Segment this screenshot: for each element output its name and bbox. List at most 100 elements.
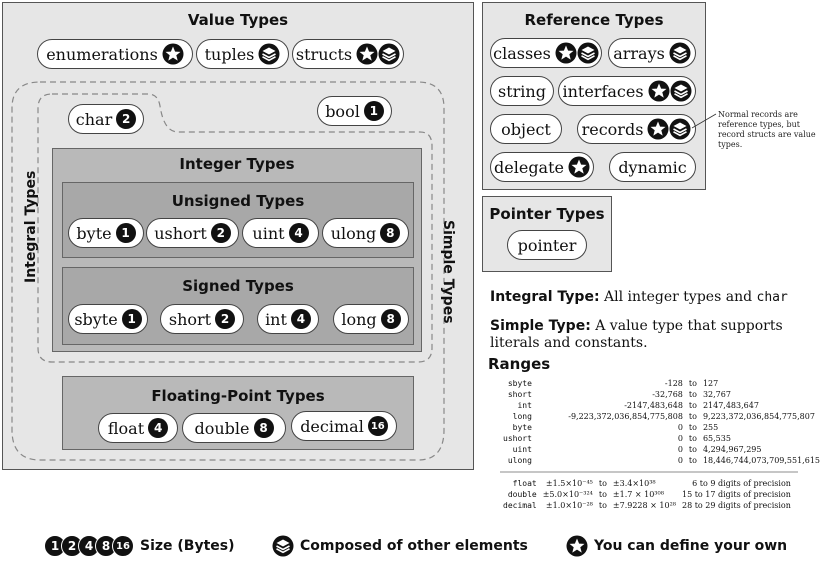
pill-string[interactable]: string bbox=[490, 76, 554, 106]
pill-int[interactable]: int 4 bbox=[257, 304, 319, 334]
range-max: ±3.4×10³⁸ bbox=[612, 479, 656, 488]
range-type: long bbox=[512, 412, 532, 421]
range-max: 4,294,967,295 bbox=[702, 445, 762, 454]
pointer-types-title: Pointer Types bbox=[489, 205, 605, 223]
pill-long[interactable]: long 8 bbox=[333, 304, 409, 334]
star-icon bbox=[647, 118, 669, 140]
range-precision: 28 to 29 digits of precision bbox=[681, 501, 791, 510]
star-icon bbox=[568, 156, 590, 178]
size-badge: 4 bbox=[290, 309, 311, 329]
size-badge: 2 bbox=[116, 109, 137, 129]
integral-definition: Integral Type: All integer types and cha… bbox=[490, 289, 820, 306]
pill-label: decimal bbox=[300, 416, 364, 436]
range-min: 0 bbox=[677, 434, 683, 443]
range-type: ushort bbox=[503, 434, 532, 443]
pill-label: pointer bbox=[517, 235, 577, 255]
range-max: 2147,483,647 bbox=[702, 401, 759, 410]
pill-byte[interactable]: byte 1 bbox=[68, 218, 144, 248]
range-max: 255 bbox=[702, 423, 719, 432]
star-icon bbox=[555, 42, 577, 64]
star-icon bbox=[648, 80, 670, 102]
size-badge: 16 bbox=[112, 535, 134, 557]
range-row: sbyte -128 to 127 bbox=[500, 378, 823, 389]
star-icon bbox=[566, 535, 588, 557]
range-type: uint bbox=[512, 445, 532, 454]
pill-char[interactable]: char 2 bbox=[68, 104, 144, 134]
ranges-title: Ranges bbox=[488, 355, 551, 373]
pill-tuples[interactable]: tuples bbox=[196, 39, 289, 69]
pill-enumerations[interactable]: enumerations bbox=[37, 39, 193, 69]
range-to: to bbox=[688, 412, 697, 421]
range-to: to bbox=[688, 379, 697, 388]
pill-object[interactable]: object bbox=[490, 114, 562, 144]
pill-bool[interactable]: bool 1 bbox=[317, 96, 392, 126]
size-badge: 2 bbox=[215, 309, 236, 329]
pill-label: structs bbox=[295, 44, 353, 64]
pill-arrays[interactable]: arrays bbox=[608, 38, 696, 68]
size-legend-label: Size (Bytes) bbox=[140, 538, 235, 554]
pill-label: short bbox=[168, 309, 212, 329]
pill-label: string bbox=[498, 81, 546, 101]
integral-code: char bbox=[756, 290, 788, 305]
pill-delegate[interactable]: delegate bbox=[490, 152, 594, 182]
pill-double[interactable]: double 8 bbox=[182, 413, 286, 443]
pill-label: arrays bbox=[613, 43, 665, 63]
range-to: to bbox=[598, 479, 607, 488]
range-precision: 15 to 17 digits of precision bbox=[681, 490, 791, 499]
ranges-divider bbox=[500, 471, 798, 473]
pill-decimal[interactable]: decimal 16 bbox=[291, 411, 397, 441]
range-to: to bbox=[598, 490, 607, 499]
range-min: -2147,483,648 bbox=[624, 401, 683, 410]
range-type: sbyte bbox=[507, 379, 532, 388]
range-to: to bbox=[688, 456, 697, 465]
range-type: float bbox=[512, 479, 537, 488]
range-type: ulong bbox=[507, 456, 532, 465]
size-badge: 2 bbox=[210, 223, 231, 243]
pill-label: ushort bbox=[154, 223, 207, 243]
range-precision: 6 to 9 digits of precision bbox=[692, 479, 791, 488]
pill-dynamic[interactable]: dynamic bbox=[609, 152, 696, 182]
range-min: ±1.5×10⁻⁴⁵ bbox=[545, 479, 593, 488]
range-max: 127 bbox=[702, 379, 719, 388]
pill-label: uint bbox=[252, 223, 285, 243]
pill-label: tuples bbox=[204, 44, 255, 64]
pill-structs[interactable]: structs bbox=[292, 39, 404, 69]
pill-ushort[interactable]: ushort 2 bbox=[146, 218, 239, 248]
range-min: -128 bbox=[664, 379, 683, 388]
pill-short[interactable]: short 2 bbox=[160, 304, 244, 334]
pill-classes[interactable]: classes bbox=[490, 38, 602, 68]
pill-pointer[interactable]: pointer bbox=[507, 230, 587, 260]
pill-label: sbyte bbox=[74, 309, 118, 329]
pill-label: interfaces bbox=[562, 81, 644, 101]
pill-label: bool bbox=[325, 101, 360, 121]
size-badge: 8 bbox=[380, 309, 401, 329]
range-to: to bbox=[688, 434, 697, 443]
pill-label: dynamic bbox=[618, 157, 687, 177]
simple-text: A value type that supports literals and … bbox=[490, 318, 783, 351]
pill-uint[interactable]: uint 4 bbox=[242, 218, 319, 248]
size-badge: 4 bbox=[288, 223, 309, 243]
reference-types-title: Reference Types bbox=[524, 11, 664, 29]
pill-interfaces[interactable]: interfaces bbox=[558, 76, 696, 106]
pill-ulong[interactable]: ulong 8 bbox=[322, 218, 409, 248]
range-to: to bbox=[598, 501, 607, 510]
simple-definition: Simple Type: A value type that supports … bbox=[490, 318, 820, 352]
range-type: int bbox=[517, 401, 532, 410]
layers-icon bbox=[577, 42, 599, 64]
pill-records[interactable]: records bbox=[577, 114, 696, 144]
pill-sbyte[interactable]: sbyte 1 bbox=[68, 304, 148, 334]
simple-term: Simple Type: bbox=[490, 318, 591, 334]
layers-icon bbox=[670, 80, 692, 102]
range-row: float ±1.5×10⁻⁴⁵ to ±3.4×10³⁸ 6 to 9 digits … bbox=[500, 478, 794, 489]
pill-float[interactable]: float 4 bbox=[98, 413, 178, 443]
layers-icon bbox=[669, 118, 691, 140]
note-leader-line bbox=[691, 113, 717, 129]
pill-label: ulong bbox=[330, 223, 377, 243]
range-min: 0 bbox=[677, 423, 683, 432]
pill-label: byte bbox=[76, 223, 112, 243]
range-max: 32,767 bbox=[702, 390, 731, 399]
